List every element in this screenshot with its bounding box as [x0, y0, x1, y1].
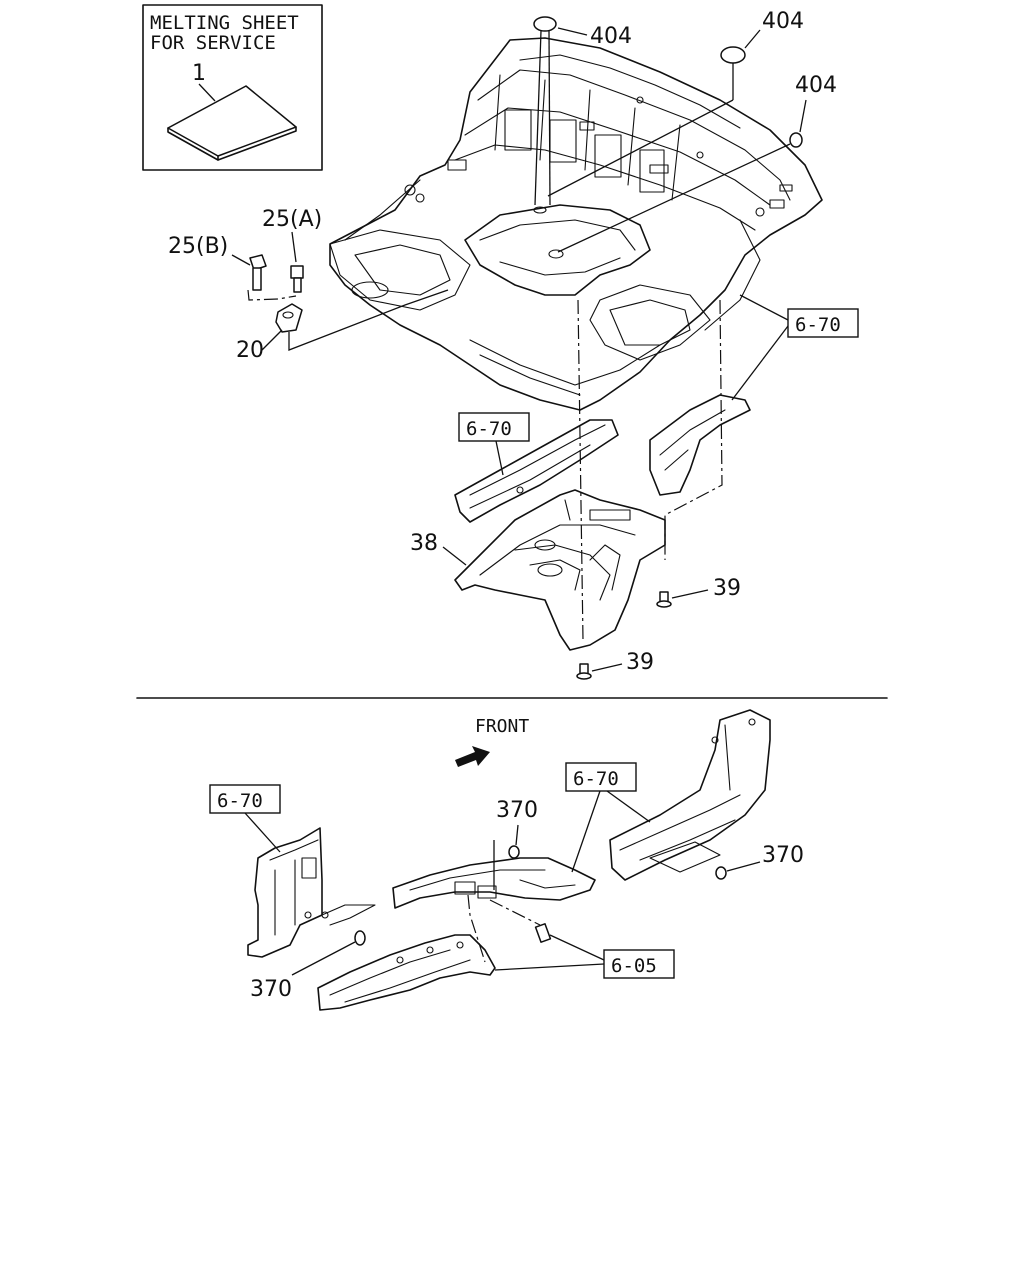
plug-404-c: 404: [789, 73, 837, 148]
label-38: 38: [410, 531, 438, 556]
side-member-lower: [317, 894, 496, 1011]
label-404-c: 404: [795, 73, 837, 98]
front-label: FRONT: [475, 716, 529, 737]
clip-39-b: 39: [576, 650, 654, 680]
leader-404-a-2: [548, 30, 551, 206]
quarter-panel-left: [247, 827, 376, 958]
bracket-20: 20: [236, 289, 449, 363]
front-indicator: FRONT: [455, 716, 529, 767]
side-rail-right: [649, 394, 751, 496]
plug-404-b: 404: [720, 9, 804, 64]
ref-6-70-top-right[interactable]: 6-70: [731, 294, 859, 401]
heat-shield-38: 38: [410, 489, 666, 651]
ref-6-05[interactable]: 6-05: [494, 934, 675, 979]
ref-6-70-bottom-mid-text: 6-70: [573, 768, 619, 790]
hole-404-c: [548, 249, 564, 259]
leader-404-b-2: [547, 99, 734, 197]
ref-6-70-mid[interactable]: 6-70: [458, 412, 530, 476]
label-404-b: 404: [762, 9, 804, 34]
clip-39-a: 39: [656, 576, 741, 608]
label-404-a: 404: [590, 24, 632, 49]
ref-6-70-bottom-left-text: 6-70: [217, 790, 263, 812]
hole-404-a: [533, 206, 547, 214]
inset-title-line2: FOR SERVICE: [150, 32, 276, 54]
front-arrow-icon: [455, 746, 490, 767]
leader-404-a-1: [534, 30, 542, 206]
inset-frame: [142, 4, 323, 171]
bolt-25a: 25(A): [262, 207, 322, 293]
label-370-b: 370: [496, 798, 538, 823]
label-20: 20: [236, 338, 264, 363]
bolt-6-05: [489, 899, 552, 943]
bolt-25b: 25(B): [168, 234, 267, 291]
ref-6-05-text: 6-05: [611, 955, 657, 977]
melting-sheet-shape: [167, 85, 297, 161]
inset-leader: [198, 83, 216, 102]
ref-6-70-bottom-mid[interactable]: 6-70: [565, 762, 651, 873]
inset-title-line1: MELTING SHEET: [150, 12, 299, 34]
label-370-a: 370: [250, 977, 292, 1002]
ref-6-70-mid-text: 6-70: [466, 418, 512, 440]
ref-6-70-bottom-left[interactable]: 6-70: [209, 784, 281, 853]
label-39-b: 39: [626, 650, 654, 675]
plug-370-c: 370: [715, 843, 804, 880]
plug-370-b: 370: [493, 798, 538, 890]
plug-370-a: 370: [250, 930, 366, 1002]
floor-panel: [329, 37, 823, 411]
label-25b: 25(B): [168, 234, 228, 259]
side-member-mid: [392, 857, 596, 909]
side-rail-left: [454, 419, 619, 523]
label-25a: 25(A): [262, 207, 322, 232]
inset-part-number: 1: [192, 61, 206, 86]
centerline-floor-to-39: [577, 299, 584, 641]
label-370-c: 370: [762, 843, 804, 868]
ref-6-70-top-right-text: 6-70: [795, 314, 841, 336]
melting-sheet-inset: MELTING SHEET FOR SERVICE 1: [142, 4, 323, 171]
leader-404-c: [557, 143, 791, 253]
label-39-a: 39: [713, 576, 741, 601]
plug-404-a: 404: [533, 16, 632, 49]
side-member-right: [609, 709, 771, 881]
